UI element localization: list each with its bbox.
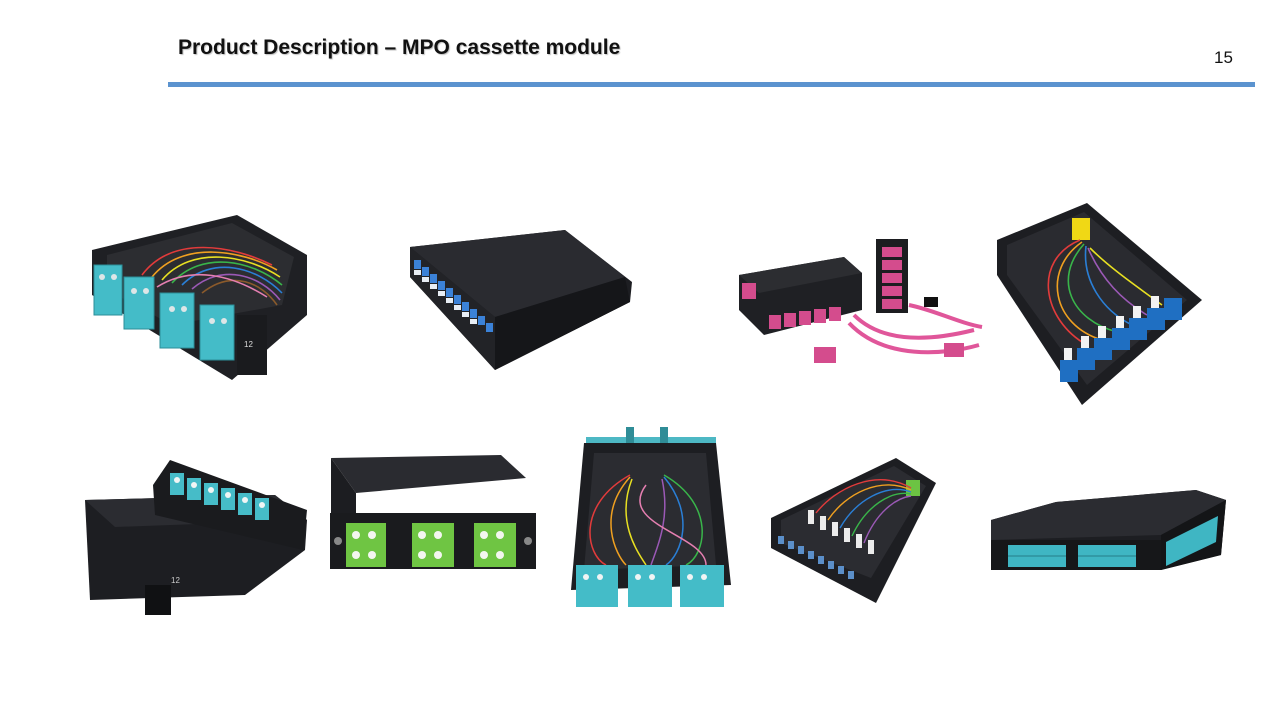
slide-title: Product Description – MPO cassette modul… [178, 36, 621, 59]
page-number: 15 [1214, 48, 1233, 67]
product-photo-2 [410, 230, 632, 370]
product-photo-7 [571, 427, 731, 607]
product-photo-5: 12 [85, 460, 307, 615]
photo-1-label: 12 [244, 340, 253, 349]
title-divider [168, 82, 1255, 87]
product-photo-3 [739, 239, 983, 363]
photo-5-label: 12 [171, 576, 180, 585]
product-photo-8 [771, 458, 936, 603]
product-photo-4 [997, 203, 1202, 405]
product-photo-9 [991, 490, 1226, 570]
product-photo-6 [330, 455, 536, 569]
product-photo-1: 12 [92, 215, 307, 380]
